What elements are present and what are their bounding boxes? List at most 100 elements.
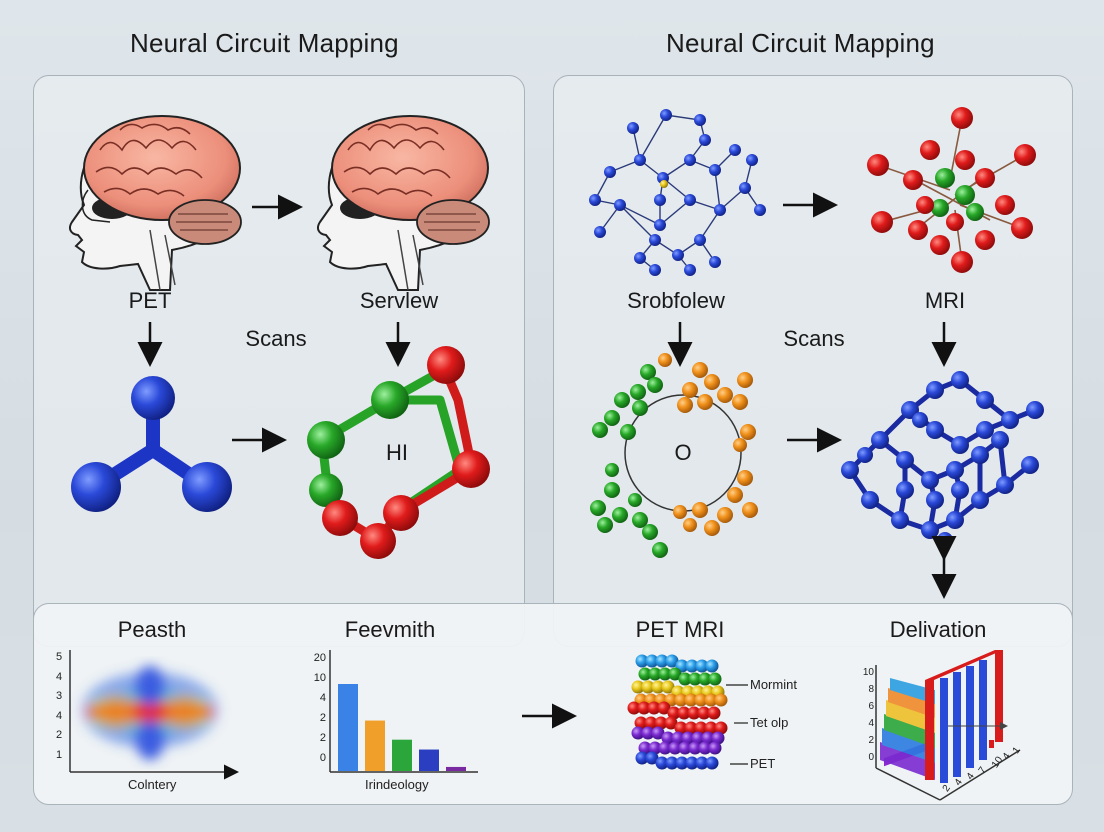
delivation-xtick: 4 xyxy=(952,777,965,788)
pet-mri-sphere xyxy=(677,706,691,720)
label-mri: MRI xyxy=(924,288,966,313)
pet-mri-sphere xyxy=(638,741,652,755)
feevmith-bar xyxy=(392,739,412,771)
delivation-xtick: 1 xyxy=(1010,745,1023,756)
feevmith-ytick: 0 xyxy=(319,752,326,764)
blue-lattice-icon xyxy=(841,371,1044,548)
peasth-title: Peasth xyxy=(117,617,187,642)
feevmith-bar xyxy=(338,684,358,771)
pet-mri-sphere xyxy=(678,672,692,686)
head-brain-icon-1 xyxy=(69,115,242,291)
feevmith-ytick: 4 xyxy=(319,692,326,704)
pet-mri-sphere xyxy=(698,741,712,755)
pet-mri-sphere xyxy=(641,680,655,694)
feevmith-ytick: 2 xyxy=(319,732,326,744)
feevmith-y-ticks: 20 10 4 2 2 0 xyxy=(310,648,326,768)
pet-mri-sphere xyxy=(714,693,728,707)
delivation-3d-chart xyxy=(875,650,1021,801)
pet-mri-sphere xyxy=(668,667,682,681)
pet-mri-sphere xyxy=(654,716,668,730)
pet-mri-sphere xyxy=(704,693,718,707)
pet-mri-sphere xyxy=(638,667,652,681)
red-green-cluster-icon xyxy=(867,107,1036,273)
feevmith-bar-chart xyxy=(329,650,478,773)
pet-mri-sphere xyxy=(658,667,672,681)
pet-mri-sphere xyxy=(694,721,708,735)
feevmith-xlabel: Irindeology xyxy=(365,777,429,792)
pet-mri-sphere xyxy=(651,680,665,694)
ring-molecule-icon xyxy=(307,346,490,559)
pet-mri-label-tet-olp: Tet olp xyxy=(750,715,789,730)
feevmith-bar xyxy=(365,720,385,771)
pet-mri-sphere xyxy=(708,741,722,755)
pet-mri-sphere xyxy=(701,731,715,745)
pet-mri-sphere xyxy=(707,706,721,720)
pet-mri-sphere xyxy=(687,706,701,720)
pet-mri-title: PET MRI xyxy=(635,617,725,642)
cluster-ring-icon xyxy=(590,353,758,558)
pet-mri-sphere xyxy=(688,741,702,755)
pet-mri-sphere xyxy=(708,672,722,686)
pet-mri-sphere xyxy=(635,751,649,765)
pet-mri-sphere xyxy=(685,659,699,673)
pet-mri-sphere xyxy=(695,659,709,673)
pet-mri-sphere xyxy=(704,721,718,735)
blue-molecule-icon xyxy=(71,376,232,512)
pet-mri-sphere xyxy=(635,654,649,668)
pet-mri-sphere xyxy=(705,659,719,673)
pet-mri-sphere xyxy=(631,726,645,740)
pet-mri-sphere xyxy=(705,756,719,770)
pet-mri-sphere xyxy=(697,706,711,720)
pet-mri-sphere xyxy=(661,680,675,694)
pet-mri-sphere xyxy=(665,756,679,770)
pet-mri-sphere xyxy=(641,726,655,740)
left-heading: Neural Circuit Mapping xyxy=(130,28,399,58)
pet-mri-sphere xyxy=(647,701,661,715)
delivation-ytick: 0 xyxy=(868,752,874,763)
delivation-y-ticks: 10 8 6 4 2 0 xyxy=(862,664,874,766)
pet-mri-sphere xyxy=(674,721,688,735)
pet-mri-sphere xyxy=(634,716,648,730)
pet-mri-label-mormint: Mormint xyxy=(750,677,797,692)
pet-mri-sphere xyxy=(711,731,725,745)
delivation-ytick: 2 xyxy=(868,735,874,746)
pet-mri-sphere xyxy=(631,680,645,694)
pet-mri-sphere xyxy=(648,667,662,681)
pet-mri-sphere xyxy=(664,716,678,730)
pet-mri-sphere xyxy=(651,726,665,740)
pet-mri-sphere xyxy=(675,756,689,770)
pet-mri-sphere xyxy=(655,756,669,770)
pet-mri-sphere xyxy=(648,741,662,755)
pet-mri-sphere xyxy=(685,756,699,770)
pet-mri-sphere xyxy=(637,701,651,715)
pet-mri-sphere xyxy=(645,654,659,668)
feevmith-bar xyxy=(446,766,466,771)
pet-mri-sphere xyxy=(691,731,705,745)
pet-mri-sphere xyxy=(627,701,641,715)
delivation-xtick: 7 xyxy=(976,765,989,776)
peasth-ytick: 2 xyxy=(56,729,63,741)
delivation-x-ticks: 2 4 4 7 10 4 1 xyxy=(941,745,1024,795)
pet-mri-sphere xyxy=(644,716,658,730)
pet-mri-sphere xyxy=(657,701,671,715)
pet-mri-sphere xyxy=(684,721,698,735)
label-srobfolew: Srobfolew xyxy=(627,288,725,313)
label-scans-left: Scans xyxy=(245,326,307,351)
blue-network-nodes xyxy=(589,109,766,276)
label-pet: PET xyxy=(128,288,172,313)
feevmith-ytick: 10 xyxy=(313,672,326,684)
pet-mri-sphere xyxy=(684,693,698,707)
delivation-ytick: 6 xyxy=(868,701,874,712)
peasth-ytick: 1 xyxy=(56,748,63,761)
feevmith-ytick: 20 xyxy=(313,652,326,664)
delivation-title: Delivation xyxy=(889,617,987,642)
pet-mri-sphere xyxy=(661,731,675,745)
pet-mri-sphere xyxy=(698,672,712,686)
pet-mri-sphere xyxy=(655,654,669,668)
pet-mri-sphere xyxy=(681,731,695,745)
delivation-ytick: 4 xyxy=(868,718,874,729)
peasth-heatmap xyxy=(69,650,239,780)
pet-mri-sphere xyxy=(668,741,682,755)
pet-mri-sphere xyxy=(714,721,728,735)
